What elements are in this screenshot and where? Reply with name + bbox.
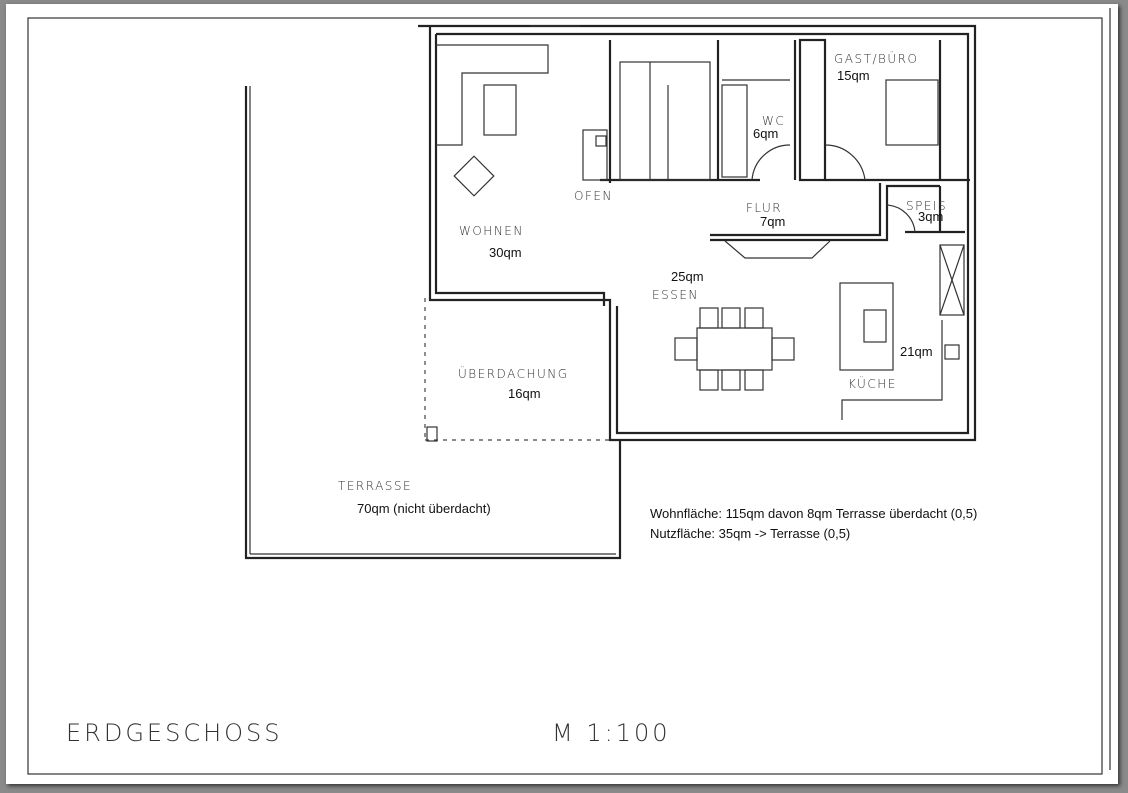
room-area-wohnen: 30qm (489, 245, 522, 260)
exterior-walls (418, 24, 977, 442)
room-label-speis: SPEIS (906, 199, 947, 213)
room-area-wc: 6qm (753, 126, 778, 141)
frame-border (27, 17, 1103, 775)
furniture (436, 44, 965, 420)
room-label-flur: FLUR (746, 201, 782, 215)
note-nutzflaeche: Nutzfläche: 35qm -> Terrasse (0,5) (650, 526, 850, 541)
room-area-speis: 3qm (918, 209, 943, 224)
drawing-scale: M 1:100 (552, 719, 671, 747)
covered-area-outline (424, 298, 610, 442)
room-label-wohnen: WOHNEN (459, 224, 524, 238)
drawing-sheet (6, 4, 1118, 784)
note-wohnflaeche: Wohnfläche: 115qm davon 8qm Terrasse übe… (650, 506, 977, 521)
room-label-kueche: KÜCHE (848, 376, 897, 391)
room-label-ofen: OFEN (574, 189, 613, 203)
room-label-wc: WC (762, 114, 785, 128)
drawing-title: ERDGESCHOSS (66, 719, 282, 747)
room-area-ueberdachung: 16qm (508, 386, 541, 401)
interior-walls (600, 38, 970, 259)
room-label-terrasse: TERRASSE (338, 479, 412, 493)
room-area-gast: 15qm (837, 68, 870, 83)
room-area-flur: 7qm (760, 214, 785, 229)
terrace-outline (244, 86, 622, 560)
room-label-gast: GAST/BÜRO (834, 51, 918, 66)
doors (751, 144, 916, 233)
room-area-essen: 25qm (671, 269, 704, 284)
room-label-ueberdachung: ÜBERDACHUNG (458, 366, 569, 381)
room-label-essen: ESSEN (652, 288, 699, 302)
room-area-kueche: 21qm (900, 344, 933, 359)
room-area-terrasse: 70qm (nicht überdacht) (357, 501, 491, 516)
